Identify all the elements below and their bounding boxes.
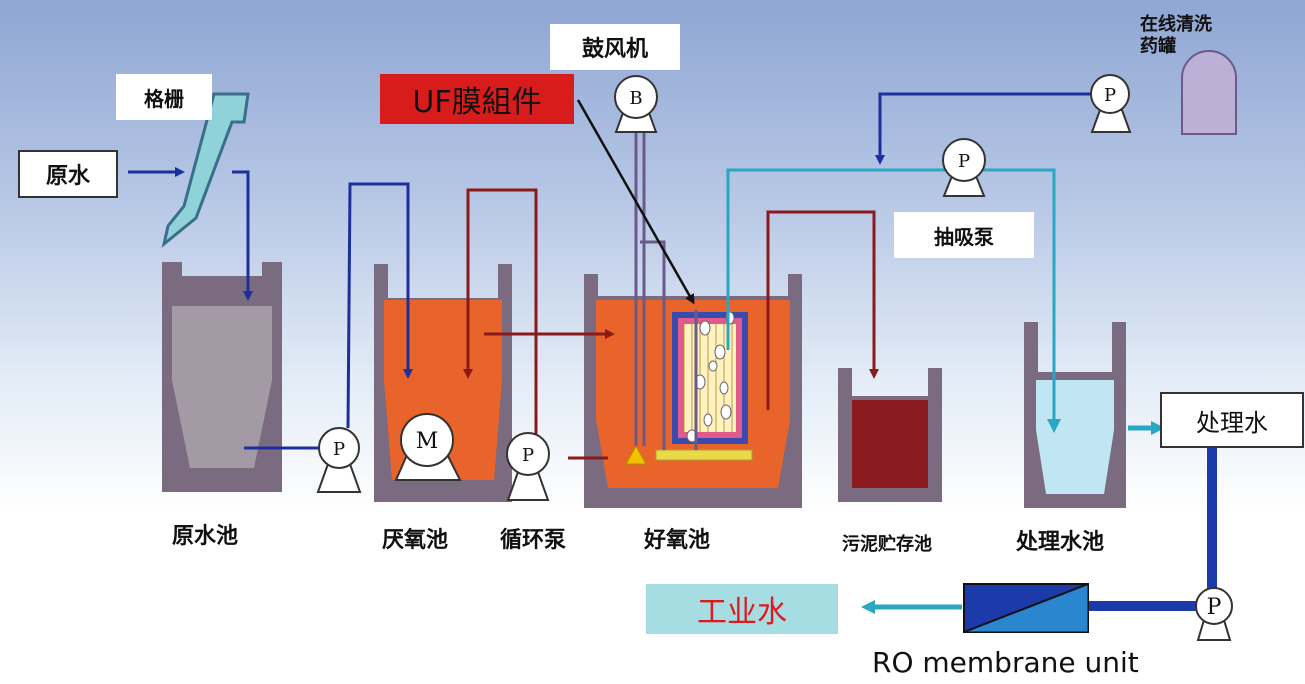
mixer: [394, 413, 462, 481]
ro-membrane-unit: [963, 583, 1089, 633]
screen-label: 格栅: [116, 74, 212, 120]
ro-unit-label: RO membrane unit: [872, 646, 1139, 679]
uf-callout-arrow: [576, 99, 695, 305]
suction-pump-symbol: P: [958, 151, 970, 172]
aerobic-tank-label: 好氧池: [644, 527, 711, 553]
suction-pump: [942, 138, 986, 197]
raw-water-pump-symbol: P: [333, 439, 345, 460]
circulation-pump: [506, 432, 550, 501]
blower-symbol: B: [629, 88, 642, 109]
blower: [614, 75, 658, 133]
raw-water-label: 原水: [18, 150, 118, 198]
raw-water-pump: [316, 427, 362, 493]
treated-water-tank-label: 处理水池: [1016, 529, 1105, 555]
mixer-symbol: M: [416, 429, 439, 454]
anoxic-tank-label: 厌氧池: [382, 527, 449, 553]
cyan-pipes: [726, 168, 1165, 614]
blue-pipes: [128, 92, 1096, 450]
treated-water-label: 处理水: [1160, 392, 1304, 448]
sludge-tank: [838, 368, 942, 502]
raw-water-tank-label: 原水池: [172, 523, 239, 549]
red-pipes: [463, 188, 879, 460]
cleaning-tank-label: 在线清洗 药罐: [1140, 14, 1212, 57]
cleaning-tank: [1181, 50, 1237, 135]
cleaning-pump: [1090, 74, 1132, 133]
circulation-pump-symbol: P: [522, 445, 534, 466]
industrial-water-label: 工业水: [646, 584, 838, 634]
aeration-diffuser: [655, 449, 753, 461]
uf-module-label: UF膜組件: [380, 74, 574, 124]
suction-pump-label: 抽吸泵: [894, 212, 1034, 258]
treated-water-tank: [1024, 322, 1126, 508]
cleaning-pump-symbol: P: [1104, 85, 1116, 106]
screen-chute: [161, 92, 250, 248]
circulation-pump-label: 循环泵: [500, 527, 567, 553]
blower-label: 鼓风机: [550, 24, 680, 70]
sludge-tank-label: 污泥贮存池: [842, 534, 932, 555]
ro-pump-symbol: P: [1207, 595, 1222, 620]
ro-route: [1086, 446, 1217, 611]
uf-membrane-module: [672, 311, 748, 444]
ro-pump: [1195, 587, 1233, 641]
raw-water-tank: [162, 262, 282, 492]
diffuser-nozzle: [625, 444, 647, 465]
air-pipes: [634, 130, 698, 450]
